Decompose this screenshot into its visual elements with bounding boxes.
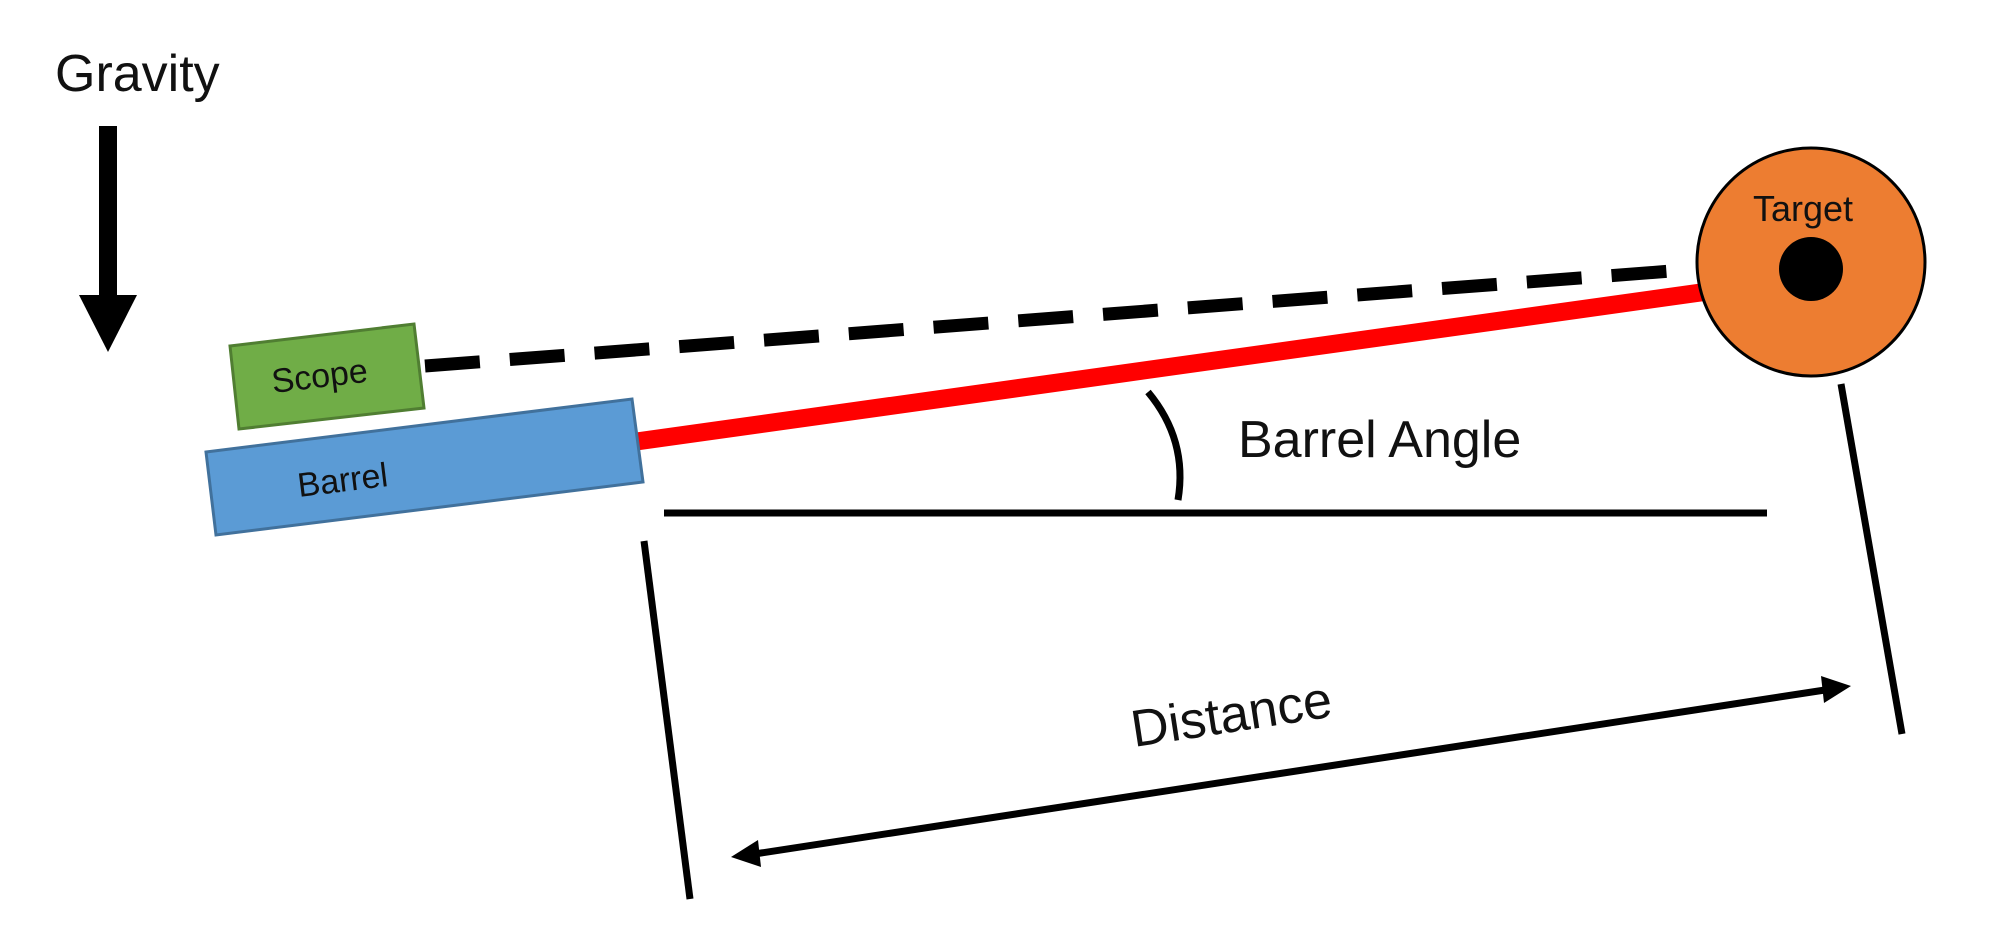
scope: Scope <box>228 322 426 431</box>
distance-arrow-icon <box>731 676 1851 867</box>
target-label: Target <box>1753 188 1853 229</box>
gravity-label: Gravity <box>55 45 220 103</box>
distance-extension-left <box>640 540 694 900</box>
bullet-path <box>631 271 1792 451</box>
barrel-body <box>204 397 645 537</box>
bullseye <box>1779 237 1843 301</box>
barrel-angle-label: Barrel Angle <box>1238 411 1521 469</box>
scope-body <box>228 322 426 431</box>
gravity-arrow-icon <box>79 126 137 352</box>
distance-label: Distance <box>1127 671 1336 759</box>
distance-extension-right <box>1837 383 1906 735</box>
barrel-angle-arc <box>1145 389 1184 501</box>
barrel: Barrel <box>204 397 645 537</box>
line-of-sight <box>424 255 1791 373</box>
target: Target <box>1695 146 1927 378</box>
